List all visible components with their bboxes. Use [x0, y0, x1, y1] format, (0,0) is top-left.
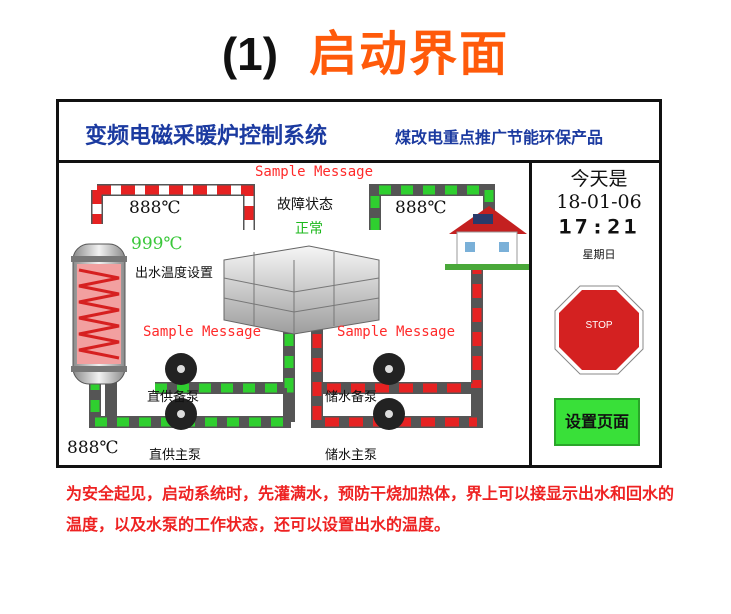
temp-right-top: 888℃ [395, 198, 447, 218]
water-tank-icon [223, 245, 380, 335]
sample-message-left: Sample Message [143, 324, 262, 340]
hmi-panel: 变频电磁采暖炉控制系统 煤改电重点推广节能环保产品 [56, 99, 662, 468]
temp-outlet-top: 888℃ [129, 198, 181, 218]
pump-direct-main: 直供主泵 [149, 448, 202, 463]
fault-status-value: 正常 [295, 221, 323, 237]
title-bar: 变频电磁采暖炉控制系统 煤改电重点推广节能环保产品 [59, 102, 659, 163]
description-note: 为安全起见，启动系统时，先灌满水，预防干烧加热体，界上可以接显示出水和回水的温度… [66, 484, 675, 534]
pump-storage-backup: 储水备泵 [325, 390, 378, 405]
heading-title: 启动界面 [309, 26, 510, 82]
outlet-temp-setting-label: 出水温度设置 [135, 266, 214, 281]
weekday-display: 星期日 [582, 248, 616, 261]
sample-message-top: Sample Message [255, 164, 374, 180]
house-icon [445, 206, 529, 270]
date-display: 18-01-06 [556, 191, 642, 213]
settings-page-button[interactable]: 设置页面 [554, 398, 640, 446]
pipes-red-loop [91, 184, 255, 230]
system-title: 变频电磁采暖炉控制系统 [85, 124, 328, 149]
pump-direct-backup: 直供备泵 [147, 390, 200, 405]
temp-setpoint-input[interactable]: 999℃ [131, 234, 183, 254]
stop-sign-icon [554, 285, 644, 375]
sample-message-right: Sample Message [337, 324, 456, 340]
pump-fan-icon [165, 353, 405, 430]
today-label: 今天是 [570, 168, 628, 190]
panel-divider [529, 160, 532, 466]
heater-tank-icon [71, 243, 127, 385]
heading-number: (1) [221, 28, 279, 80]
fault-status-label: 故障状态 [277, 197, 333, 213]
page-heading: (1) 启动界面 [0, 14, 731, 84]
system-slogan: 煤改电重点推广节能环保产品 [395, 128, 604, 147]
date-time-block: 今天是 18-01-06 17:21 星期日 [537, 164, 661, 262]
pump-storage-main: 储水主泵 [325, 448, 378, 463]
stop-label: STOP [585, 320, 613, 331]
pipes-lower [89, 310, 483, 428]
pipe-diagram [71, 184, 529, 430]
time-display: 17:21 [558, 216, 640, 239]
temp-bottom-left: 888℃ [67, 438, 119, 458]
stop-button[interactable]: STOP [553, 284, 645, 376]
